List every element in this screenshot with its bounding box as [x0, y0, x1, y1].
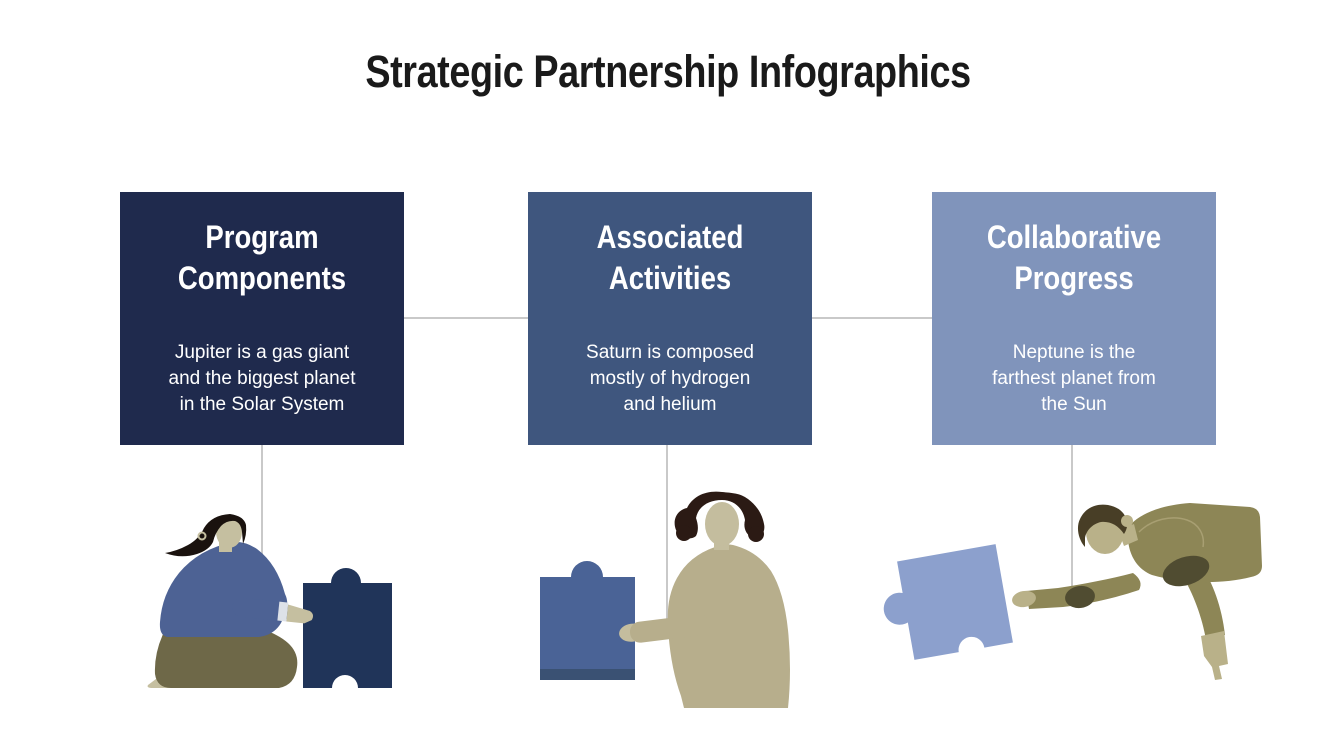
card-associated-activities: Associated Activities Saturn is composed…	[528, 192, 812, 445]
person3-body	[1128, 503, 1262, 583]
woman2-hair	[674, 491, 765, 539]
illustration-woman-reaching	[540, 491, 790, 708]
puzzle-piece-light-blue	[883, 544, 1013, 660]
person3-elbow-patch	[1065, 585, 1095, 609]
woman2-earring	[736, 535, 742, 541]
card-heading: Collaborative Progress	[986, 219, 1162, 296]
woman1-arm	[232, 597, 291, 621]
card-heading: Associated Activities	[596, 219, 744, 296]
card-collaborative-progress: Collaborative Progress Neptune is the fa…	[932, 192, 1216, 445]
woman2-hair-puff-left	[676, 525, 692, 541]
card-body-text: Jupiter is a gas giant and the biggest p…	[168, 342, 356, 416]
connector-line-card1-card2	[404, 317, 528, 319]
puzzle-piece-navy	[303, 568, 392, 688]
card-body-text: Neptune is the farthest planet from the …	[992, 342, 1156, 416]
person3-ear	[1121, 515, 1133, 527]
person3-hand	[1012, 590, 1036, 608]
person3-trailing-hand	[1201, 631, 1228, 680]
connector-line-card2-card3	[810, 317, 932, 319]
connector-line-card1-illustration	[261, 445, 263, 620]
slide-title: Strategic Partnership Infographics	[365, 46, 971, 97]
woman1-torso	[159, 541, 288, 637]
woman1-cuff	[277, 601, 289, 622]
woman1-earring	[197, 531, 207, 541]
person3-shoulder-seam	[1138, 517, 1205, 548]
woman2-hair-puff-right	[748, 526, 764, 542]
puzzle-piece-blue	[540, 561, 635, 680]
illustration-leaning-person	[883, 503, 1262, 680]
illustration-kneeling-woman	[147, 514, 392, 688]
woman2-arm	[629, 614, 710, 643]
card-program-components: Program Components Jupiter is a gas gian…	[120, 192, 404, 445]
person3-hip-patch	[1162, 555, 1210, 587]
person3-hair	[1077, 504, 1128, 547]
woman1-hand	[286, 604, 314, 624]
card-heading: Program Components	[177, 219, 347, 296]
woman2-body	[667, 544, 790, 708]
puzzle-piece-blue-shade	[540, 669, 635, 680]
woman1-legs	[154, 623, 298, 688]
connector-line-card3-illustration	[1071, 445, 1073, 603]
woman2-face	[705, 502, 739, 546]
connector-line-card2-illustration	[666, 445, 668, 625]
card-body-text: Saturn is composed mostly of hydrogen an…	[586, 342, 754, 416]
